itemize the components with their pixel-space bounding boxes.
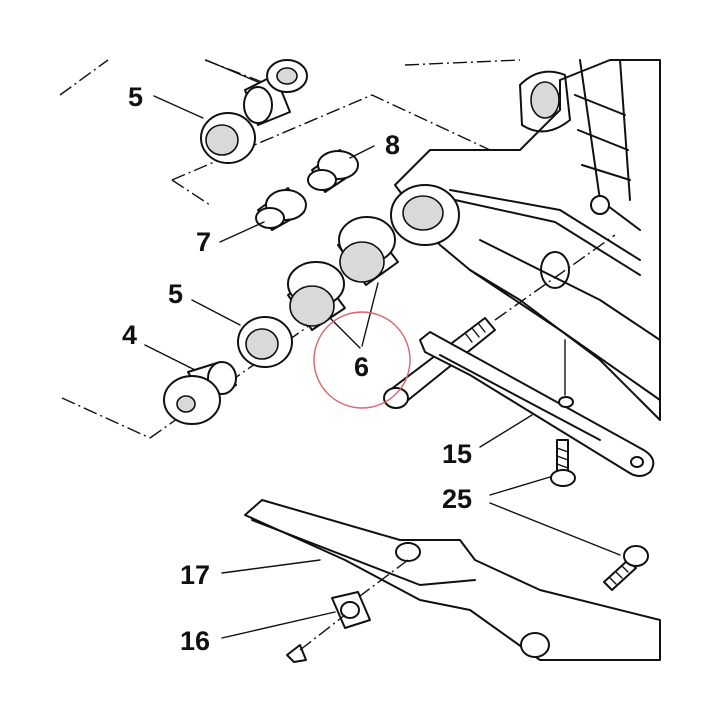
callout-7: 7	[196, 227, 211, 257]
top-bushing	[243, 59, 308, 126]
callout-16: 16	[180, 626, 210, 656]
lower-washer	[237, 316, 293, 368]
bolts-25	[550, 439, 649, 591]
lower-bushing	[163, 361, 237, 425]
callout-5-top: 5	[128, 82, 143, 112]
leader-lines	[144, 59, 621, 639]
callout-4: 4	[122, 320, 137, 350]
highlight-circle	[313, 311, 411, 409]
top-washer	[200, 112, 256, 164]
callout-8: 8	[385, 130, 400, 160]
seal-7	[255, 187, 307, 231]
callout-5-mid: 5	[168, 279, 183, 309]
link-plate	[419, 331, 655, 477]
callout-15: 15	[442, 439, 472, 469]
seal-8	[307, 149, 359, 193]
frame-casting	[390, 59, 661, 421]
needle-bearing-lower	[287, 261, 346, 331]
swingarm-lower	[244, 499, 661, 661]
plate-16	[286, 591, 371, 663]
callout-6: 6	[354, 352, 369, 382]
callout-17: 17	[180, 560, 210, 590]
callout-25: 25	[442, 484, 472, 514]
needle-bearing-upper	[337, 216, 399, 286]
